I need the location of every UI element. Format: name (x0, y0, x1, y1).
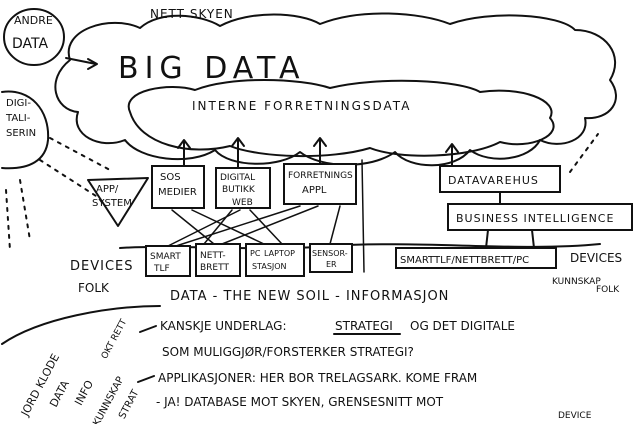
pc-label: PC (250, 249, 261, 258)
devices-left-label: DEVICES (70, 259, 134, 274)
digi-label-3: SERIN (6, 128, 36, 139)
info-vertical-group: INFO (72, 378, 96, 408)
andre-data-arrow (65, 57, 97, 65)
appl-label: APPL (302, 185, 327, 196)
nett-label: NETT- (200, 251, 226, 261)
note-line3: APPLIKASJONER: HER BOR TRELAGSARK. KOME … (158, 371, 477, 385)
note-line1-strategi: STRATEGI (335, 319, 393, 333)
okt-rett-label: OKT RETT (100, 317, 129, 360)
arrow-bar-bi-2 (531, 229, 535, 249)
stasjon-label: STASJON (252, 262, 287, 271)
datavarehus-label: DATAVAREHUS (448, 174, 539, 187)
data-soil-label: DATA - THE NEW SOIL - INFORMASJON (170, 289, 449, 304)
dotted-line-3 (19, 179, 31, 241)
note-line4-device: DEVICE (558, 411, 592, 421)
devices-right-label: DEVICES (570, 251, 622, 265)
tlf-label: TLF (153, 264, 170, 274)
smart-label: SMART (150, 252, 181, 262)
dotted-dvh-cloud (569, 133, 599, 173)
bullet-dash-2 (137, 375, 155, 383)
arrowhead-appl (313, 137, 327, 147)
middle-divider (361, 159, 365, 273)
app-system-triangle (87, 177, 149, 227)
note-line1-pre: KANSKJE UNDERLAG: (160, 319, 287, 333)
digitalisering-arc (1, 90, 50, 170)
laptop-label: LAPTOP (264, 249, 295, 258)
note-line4: - JA! DATABASE MOT SKYEN, GRENSESNITT MO… (156, 395, 444, 409)
forretnings-appl-box (283, 163, 357, 205)
kunnskap-right-label: KUNNSKAP (552, 277, 601, 287)
andre-data-circle (3, 8, 65, 66)
right-bar-label: SMARTTLF/NETTBRETT/PC (400, 255, 529, 266)
andre-data-arrowhead (87, 58, 98, 70)
nett-skyen-label: NETT SKYEN (150, 7, 234, 21)
er-label: ER (326, 260, 337, 269)
folk-right-label: FOLK (596, 285, 620, 295)
jord-klode-group: JORD KLODE (18, 352, 62, 420)
cross-arrow-4 (221, 205, 319, 245)
dotted-line-4 (5, 189, 11, 251)
inner-cloud (127, 79, 555, 158)
data-vertical-label: DATA (47, 378, 72, 410)
digital-butikk-box (215, 167, 271, 209)
dotted-line-1 (49, 137, 111, 171)
info-vertical-label: INFO (72, 378, 96, 408)
app-label: APP/ (96, 184, 119, 195)
sensor-label: SENSOR- (312, 249, 348, 258)
cloud-outline (54, 12, 617, 167)
pc-box (245, 243, 305, 277)
cross-arrow-3 (171, 209, 215, 245)
okt-rett-group: OKT RETT (100, 317, 129, 360)
strat-vertical-label: STRAT (117, 387, 142, 420)
jord-klode-label: JORD KLODE (18, 352, 62, 420)
dotted-line-2 (39, 159, 97, 197)
data-label: DATA (12, 36, 48, 52)
arrowhead-butikk (231, 137, 245, 147)
note-line1-post: OG DET DIGITALE (410, 319, 515, 333)
web-label: WEB (232, 198, 253, 208)
right-device-bar (395, 247, 557, 269)
butikk-label: BUTIKK (222, 185, 256, 195)
brett-label: BRETT (200, 263, 229, 273)
sos-label: SOS (160, 172, 181, 183)
strat-vertical-group: STRAT (117, 387, 142, 420)
bi-box (447, 203, 633, 231)
system-label: SYSTEM (92, 198, 132, 209)
note-line2: SOM MULIGGJØR/FORSTERKER STRATEGI? (162, 345, 414, 359)
digi-label-2: TALI- (5, 113, 31, 124)
bullet-dash-1 (139, 325, 157, 333)
interne-label: INTERNE FORRETNINGSDATA (192, 99, 411, 113)
bi-label: BUSINESS INTELLIGENCE (456, 212, 614, 225)
nettbrett-box (195, 243, 241, 277)
forretnings-label: FORRETNINGS (288, 171, 353, 181)
smarttlf-box (145, 245, 191, 277)
cross-arrow-2 (175, 205, 301, 247)
arrowhead-sos (177, 139, 191, 149)
sensorer-box (309, 243, 353, 273)
cross-arrow-7 (329, 205, 341, 245)
digi-label-1: DIGI- (6, 98, 31, 109)
medier-label: MEDIER (158, 187, 197, 198)
cross-arrow-5 (191, 209, 265, 245)
digital-label: DIGITAL (220, 173, 255, 183)
cross-arrow-6 (249, 209, 283, 245)
data-vertical-group: DATA (47, 378, 72, 410)
arrowhead-dvh (445, 143, 459, 153)
arrow-bar-bi-1 (485, 229, 489, 249)
cross-arrow-8 (203, 209, 233, 245)
folk-left-label: FOLK (78, 281, 110, 295)
andre-label: ANDRE (14, 14, 53, 27)
globe-arc (1, 305, 161, 345)
sos-medier-box (151, 165, 205, 209)
